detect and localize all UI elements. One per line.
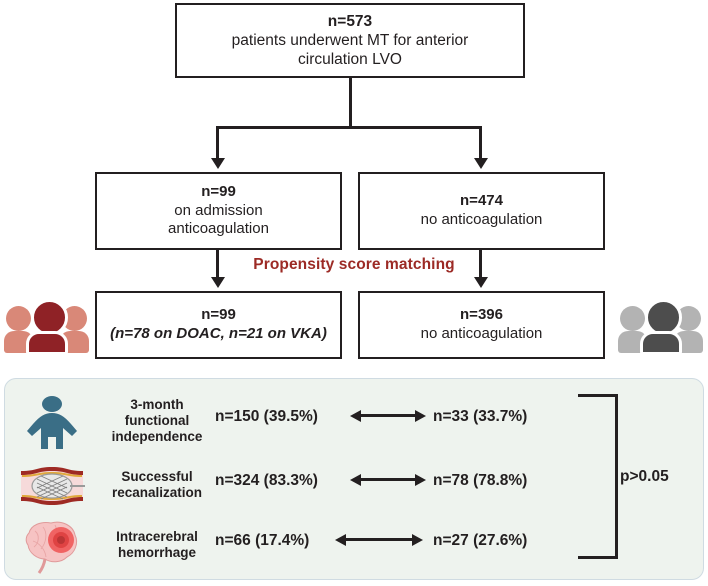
propensity-score-matching-label: Propensity score matching: [253, 256, 455, 273]
connector-matched-left-vertical: [216, 250, 219, 278]
connector-right-arrowhead: [473, 158, 488, 169]
connector-left-vertical: [216, 126, 219, 159]
on-anticoagulation-desc-line1: on admission: [174, 201, 263, 219]
top-cohort-box: n=573 patients underwent MT for anterior…: [175, 3, 525, 78]
result-left-value-hemorrhage: n=66 (17.4%): [215, 532, 310, 549]
result-label-line2: hemorrhage: [117, 545, 197, 561]
result-label-line2: functional: [124, 413, 190, 429]
connector-matched-right-arrowhead: [473, 277, 488, 288]
no-anticoagulation-count: n=474: [460, 192, 503, 210]
matched-anticoagulation-detail: (n=78 on DOAC, n=21 on VKA): [110, 325, 327, 342]
comparison-arrow-hemorrhage: [335, 534, 423, 546]
comparison-arrow-functional-independence: [350, 410, 426, 422]
result-label-line1: 3-month: [130, 397, 184, 412]
matched-anticoagulation-box: n=99 (n=78 on DOAC, n=21 on VKA): [95, 291, 342, 359]
connector-matched-right-vertical: [479, 250, 482, 278]
result-label-hemorrhage: Intracerebral hemorrhage: [93, 529, 221, 561]
result-right-value-recanalization: n=78 (78.8%): [433, 472, 528, 489]
result-left-value-functional-independence: n=150 (39.5%): [215, 408, 318, 425]
comparison-arrow-recanalization: [350, 474, 426, 486]
matched-anticoagulation-count: n=99: [201, 306, 236, 324]
top-cohort-count: n=573: [327, 12, 373, 30]
result-row-functional-independence: 3-month functional independence n=150 (3…: [5, 393, 705, 453]
person-standing-icon: [15, 393, 89, 451]
people-group-icon-left: [4, 293, 90, 355]
on-anticoagulation-count: n=99: [201, 183, 236, 201]
result-label-functional-independence: 3-month functional independence: [93, 397, 221, 446]
no-anticoagulation-desc-line1: no anticoagulation: [420, 211, 543, 228]
connector-trunk-vertical: [348, 78, 352, 128]
result-row-recanalization: Successful recanalization n=324 (83.3%) …: [5, 457, 705, 517]
matched-no-anticoagulation-count: n=396: [460, 306, 503, 324]
connector-matched-left-arrowhead: [210, 277, 225, 288]
result-label-line2: recanalization: [111, 485, 203, 501]
top-cohort-desc-line1: patients underwent MT for anterior: [231, 31, 469, 49]
brain-hemorrhage-icon: [15, 517, 89, 575]
no-anticoagulation-box: n=474 no anticoagulation: [358, 172, 605, 250]
results-panel: 3-month functional independence n=150 (3…: [4, 378, 704, 580]
result-right-value-hemorrhage: n=27 (27.6%): [433, 532, 528, 549]
top-cohort-desc-line2: circulation LVO: [298, 51, 402, 69]
on-anticoagulation-desc-line2: anticoagulation: [168, 220, 269, 238]
p-value-label: p>0.05: [620, 468, 669, 485]
connector-split-horizontal: [216, 126, 482, 129]
stented-vessel-icon: [15, 457, 89, 515]
connector-right-vertical: [479, 126, 482, 159]
result-label-line3: independence: [111, 429, 203, 445]
on-anticoagulation-box: n=99 on admission anticoagulation: [95, 172, 342, 250]
result-label-line1: Successful: [121, 469, 193, 484]
result-label-line1: Intracerebral: [116, 529, 198, 544]
result-right-value-functional-independence: n=33 (33.7%): [433, 408, 528, 425]
matched-no-anticoagulation-box: n=396 no anticoagulation: [358, 291, 605, 359]
result-row-hemorrhage: Intracerebral hemorrhage n=66 (17.4%) n=…: [5, 517, 705, 577]
p-value-brace: [578, 394, 618, 559]
connector-left-arrowhead: [210, 158, 225, 169]
matched-no-anticoagulation-desc: no anticoagulation: [420, 325, 543, 342]
result-label-recanalization: Successful recanalization: [93, 469, 221, 501]
people-group-icon-right: [618, 293, 704, 355]
result-left-value-recanalization: n=324 (83.3%): [215, 472, 318, 489]
